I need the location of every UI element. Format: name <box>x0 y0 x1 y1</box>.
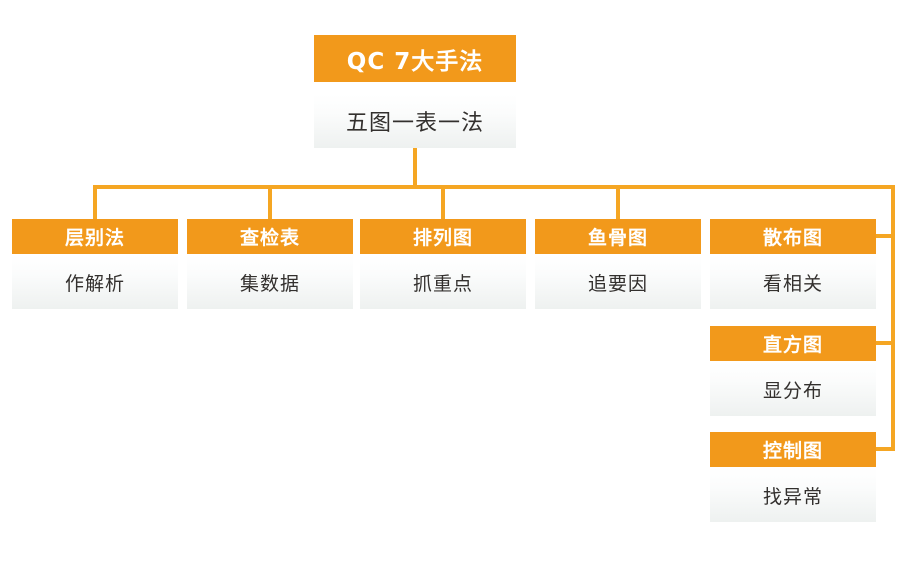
branch-node-6-subtitle: 显分布 <box>710 362 876 416</box>
root-node[interactable]: QC 7大手法 五图一表一法 <box>314 35 516 148</box>
connector-drop-4 <box>616 185 620 220</box>
branch-node-2[interactable]: 查检表 集数据 <box>187 219 353 309</box>
branch-node-5-title: 散布图 <box>710 219 876 254</box>
branch-node-1-title: 层别法 <box>12 219 178 254</box>
branch-node-1-subtitle: 作解析 <box>12 255 178 309</box>
branch-node-4[interactable]: 鱼骨图 追要因 <box>535 219 701 309</box>
branch-node-2-subtitle: 集数据 <box>187 255 353 309</box>
connector-stub-5 <box>873 234 895 238</box>
connector-stub-6 <box>873 341 895 345</box>
connector-horizontal-bus <box>93 185 895 189</box>
connector-right-spine <box>891 185 895 451</box>
root-node-subtitle: 五图一表一法 <box>314 94 516 148</box>
branch-node-6-title: 直方图 <box>710 326 876 361</box>
root-node-title: QC 7大手法 <box>314 35 516 82</box>
branch-node-3[interactable]: 排列图 抓重点 <box>360 219 526 309</box>
branch-node-7[interactable]: 控制图 找异常 <box>710 432 876 522</box>
branch-node-7-subtitle: 找异常 <box>710 468 876 522</box>
branch-node-1[interactable]: 层别法 作解析 <box>12 219 178 309</box>
branch-node-5-subtitle: 看相关 <box>710 255 876 309</box>
branch-node-4-title: 鱼骨图 <box>535 219 701 254</box>
connector-stub-7 <box>873 447 895 451</box>
connector-drop-1 <box>93 185 97 220</box>
branch-node-7-title: 控制图 <box>710 432 876 467</box>
branch-node-4-subtitle: 追要因 <box>535 255 701 309</box>
connector-root-stem <box>413 148 417 188</box>
branch-node-3-subtitle: 抓重点 <box>360 255 526 309</box>
branch-node-2-title: 查检表 <box>187 219 353 254</box>
branch-node-3-title: 排列图 <box>360 219 526 254</box>
connector-drop-2 <box>268 185 272 220</box>
branch-node-5[interactable]: 散布图 看相关 <box>710 219 876 309</box>
branch-node-6[interactable]: 直方图 显分布 <box>710 326 876 416</box>
connector-drop-3 <box>441 185 445 220</box>
